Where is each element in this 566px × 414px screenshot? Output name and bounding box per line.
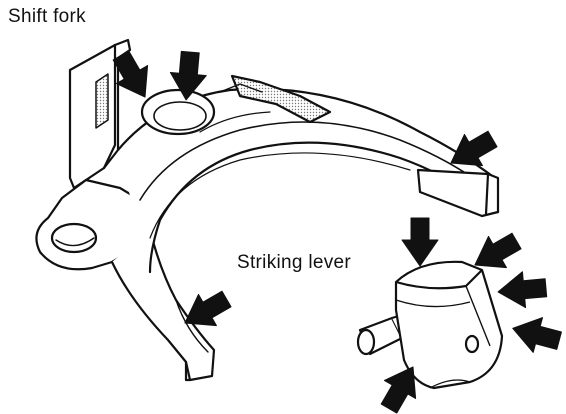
- arrow-lever-bottom: [380, 366, 417, 414]
- shift-fork-label: Shift fork: [8, 6, 86, 27]
- fork-pivot-hole: [50, 222, 98, 254]
- arrow-fork-upright: [112, 50, 149, 98]
- lever-pin-hole: [464, 334, 480, 354]
- striking-lever-label: Striking lever: [237, 252, 352, 273]
- arrow-fork-right-pad: [450, 130, 498, 167]
- indicator-arrows: [112, 50, 562, 414]
- arrow-lever-right-3: [512, 317, 562, 353]
- fork-gate-ridge: [230, 74, 332, 124]
- arrow-lever-top: [401, 217, 439, 267]
- shift-fork: [35, 38, 500, 382]
- fork-arc-inner: [139, 121, 471, 201]
- arrow-lever-right-2: [497, 271, 548, 309]
- striking-lever: [356, 260, 504, 390]
- arrow-fork-lower-arm: [184, 290, 232, 327]
- arrow-lever-right-1: [474, 232, 522, 269]
- arrow-fork-boss: [169, 50, 207, 101]
- fork-lower-arm: [110, 228, 216, 382]
